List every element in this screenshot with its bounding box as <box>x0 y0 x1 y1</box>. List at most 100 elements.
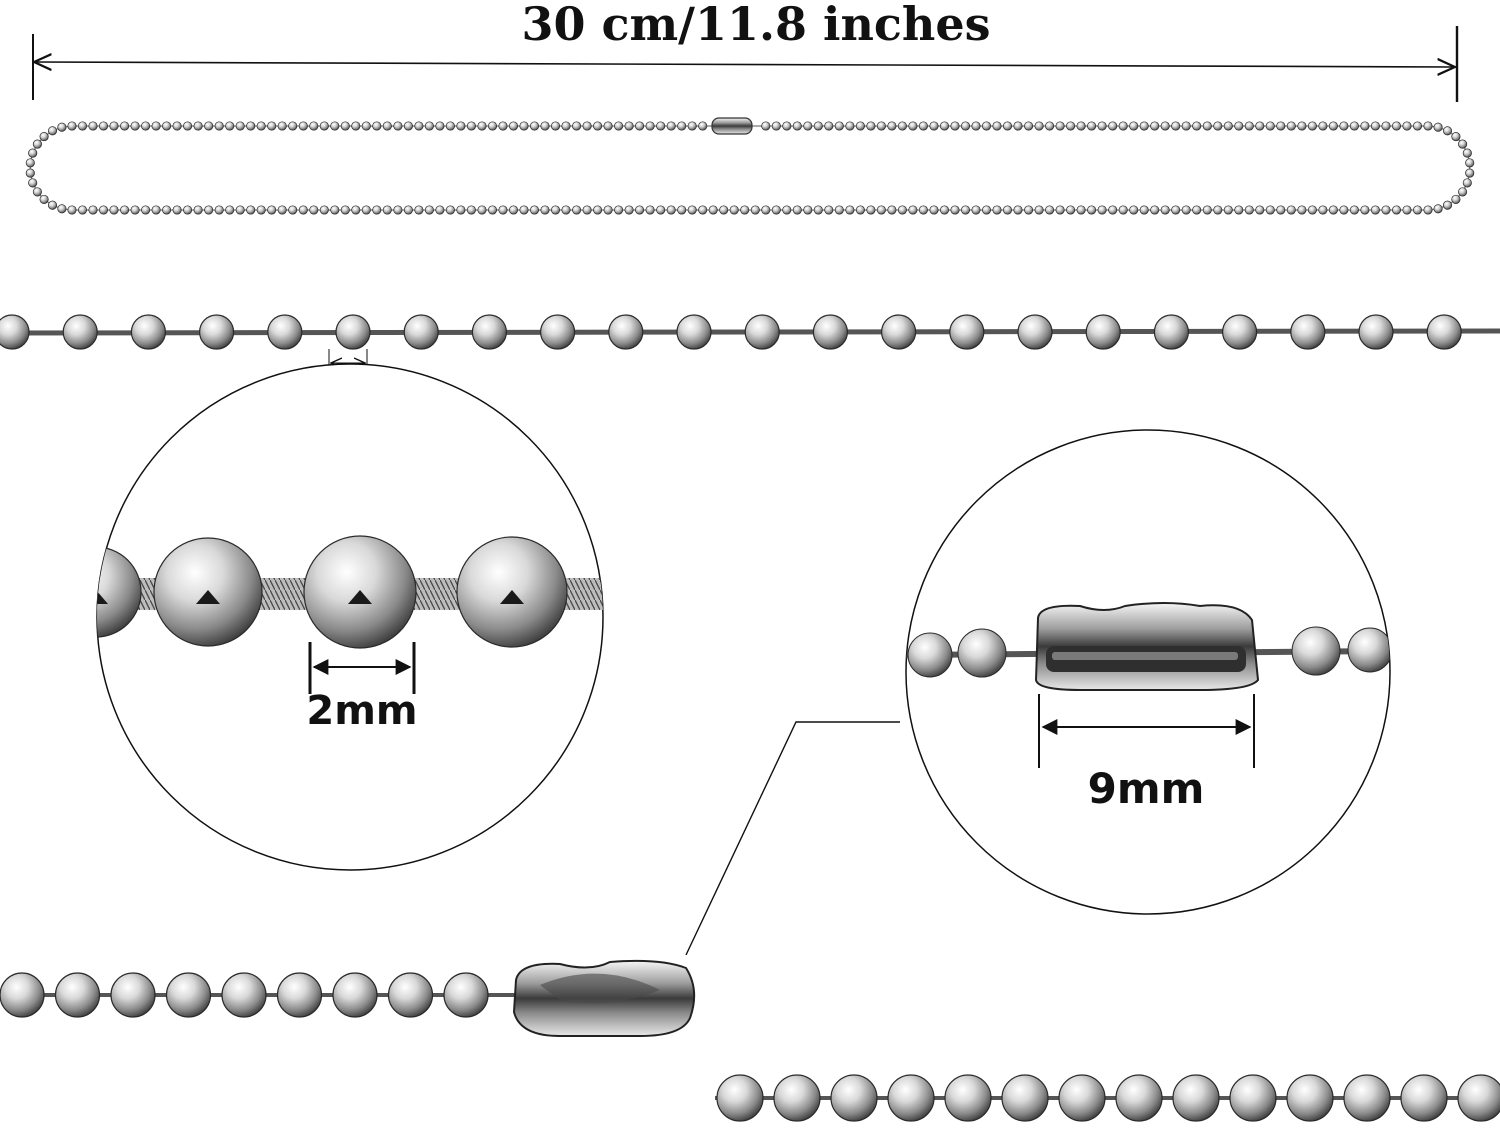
necklace-bead <box>1465 168 1475 178</box>
necklace-bead <box>141 205 151 215</box>
necklace-bead <box>1458 187 1468 197</box>
necklace-bead <box>487 205 498 215</box>
necklace-bead <box>88 121 98 131</box>
necklace-bead <box>1108 205 1118 215</box>
necklace-bead <box>1181 121 1191 131</box>
necklace-bead <box>39 132 49 142</box>
necklace-bead <box>1034 205 1044 215</box>
necklace-bead <box>1171 205 1181 215</box>
necklace-bead <box>1265 205 1275 215</box>
bead-magnifier-circle: 2mm <box>96 363 604 871</box>
chain-bead <box>1172 1074 1220 1122</box>
necklace-bead <box>1192 121 1202 131</box>
necklace-bead <box>32 139 42 149</box>
necklace-bead <box>1076 205 1086 215</box>
necklace-bead <box>424 205 434 215</box>
necklace-bead <box>445 121 455 131</box>
necklace-bead <box>361 121 371 131</box>
necklace-bead <box>403 121 413 131</box>
strand-bead <box>403 314 439 350</box>
necklace-bead <box>120 121 130 131</box>
necklace-bead <box>445 205 455 215</box>
necklace-bead <box>1328 121 1338 131</box>
necklace-bead <box>897 121 907 131</box>
necklace-bead <box>1412 121 1423 131</box>
necklace-bead <box>624 205 634 215</box>
necklace-bead <box>435 121 445 131</box>
necklace-bead <box>267 205 277 215</box>
necklace-bead <box>214 121 224 131</box>
necklace-bead <box>866 121 876 131</box>
chain-bead <box>54 972 101 1018</box>
necklace-bead <box>183 121 193 131</box>
strand-bead <box>1017 314 1053 350</box>
necklace-bead <box>47 126 58 136</box>
necklace-bead <box>1307 121 1317 131</box>
necklace-bead <box>193 121 203 131</box>
necklace-bead <box>550 121 561 131</box>
necklace-bead <box>708 205 718 215</box>
necklace-bead <box>677 121 687 131</box>
necklace-bead <box>141 121 151 131</box>
necklace-bead <box>572 205 582 215</box>
necklace-bead <box>235 205 245 215</box>
chain-bead <box>1457 1074 1500 1122</box>
necklace-bead <box>466 121 476 131</box>
necklace-bead <box>214 205 224 215</box>
necklace-bead <box>162 205 172 215</box>
necklace-bead <box>1360 121 1370 131</box>
necklace-bead <box>151 121 161 131</box>
necklace-bead <box>635 205 645 215</box>
chain-bead <box>110 972 156 1018</box>
necklace-bead <box>1202 205 1212 215</box>
necklace-bead <box>1286 121 1296 131</box>
necklace-bead <box>1265 121 1275 131</box>
necklace-bead <box>950 121 960 131</box>
necklace-bead <box>855 205 865 215</box>
necklace-bead <box>782 205 792 215</box>
necklace-bead <box>803 205 813 215</box>
strand-bead <box>880 314 917 350</box>
necklace-bead <box>120 205 130 215</box>
chain-bead <box>1400 1074 1448 1122</box>
chain-bead <box>773 1074 821 1122</box>
necklace-bead <box>1297 121 1307 131</box>
necklace-bead <box>340 121 350 131</box>
necklace-bead <box>235 121 245 131</box>
necklace-bead <box>897 205 907 215</box>
necklace-bead <box>1297 205 1307 215</box>
necklace-bead <box>1391 205 1402 215</box>
necklace-bead <box>28 148 38 158</box>
necklace-bead <box>1024 121 1034 131</box>
necklace-bead <box>1370 205 1380 215</box>
necklace-bead <box>372 205 382 215</box>
necklace-bead <box>1223 121 1233 131</box>
necklace-bead <box>1286 205 1296 215</box>
clasp-magnifier-circle: 9mm <box>905 429 1391 915</box>
necklace-bead <box>656 205 666 215</box>
necklace-bead <box>130 205 140 215</box>
necklace-bead <box>88 205 98 215</box>
necklace-bead <box>456 205 466 215</box>
necklace-bead <box>477 205 487 215</box>
necklace-bead <box>487 121 498 131</box>
necklace-bead <box>77 205 88 215</box>
necklace-bead <box>582 121 592 131</box>
necklace-bead <box>1433 204 1443 214</box>
necklace-bead <box>1462 148 1472 158</box>
chain-bead <box>387 972 434 1018</box>
strand-bead <box>1426 314 1462 350</box>
necklace-bead <box>1328 205 1338 215</box>
necklace-bead <box>183 205 193 215</box>
clasp-callout-line <box>685 721 900 956</box>
strand-bead <box>744 314 780 350</box>
strand-bead <box>812 314 849 350</box>
necklace-bead <box>1045 205 1055 215</box>
length-arrow <box>34 62 1455 67</box>
necklace-bead <box>435 205 445 215</box>
necklace-bead <box>1171 121 1181 131</box>
bead-diameter-label: 2mm <box>306 688 417 734</box>
necklace-bead <box>918 121 928 131</box>
necklace-bead <box>834 121 844 131</box>
necklace-bead <box>876 121 886 131</box>
